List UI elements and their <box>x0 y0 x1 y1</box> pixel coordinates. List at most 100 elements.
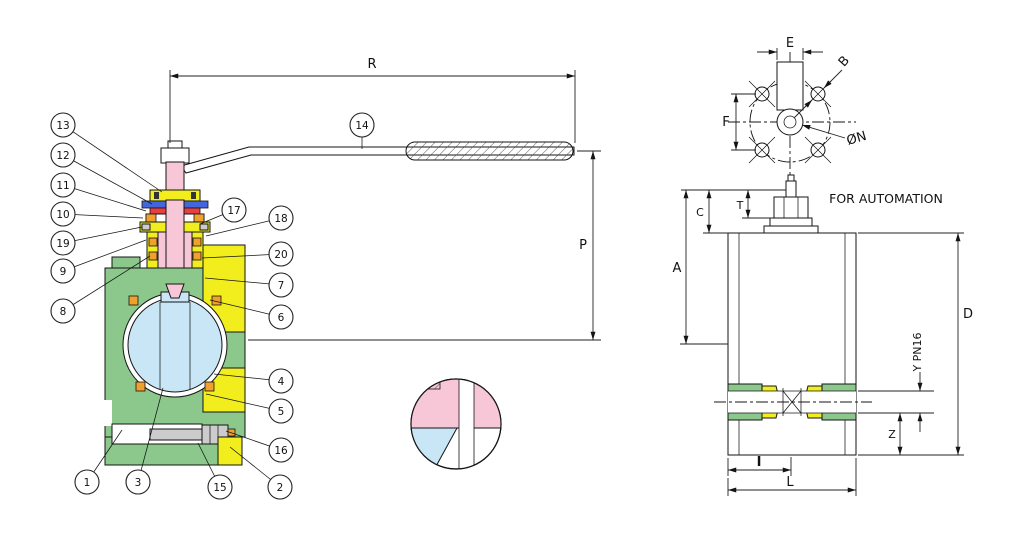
dim-label-L: L <box>786 475 794 490</box>
detail-stem-area <box>411 379 501 429</box>
callout-11-label: 11 <box>56 180 69 192</box>
seat-block-bottom <box>217 436 243 466</box>
seat-seal-4 <box>204 381 215 392</box>
handle-grip <box>405 141 574 161</box>
callout-7: 7 <box>268 272 294 298</box>
callout-5: 5 <box>268 398 294 424</box>
dim-label-Z: Z <box>888 428 896 441</box>
stem-tip <box>787 174 795 182</box>
callout-6-label: 6 <box>278 312 285 324</box>
stem-upper <box>165 161 185 192</box>
callout-14: 14 <box>349 112 375 138</box>
dimension-I: I <box>727 455 792 476</box>
callout-2-label: 2 <box>277 482 284 494</box>
detail-circle-outline <box>410 378 502 470</box>
valve-cross-section: R P <box>103 57 601 470</box>
callout-12: 12 <box>50 142 76 168</box>
dim-label-B: B <box>836 53 853 70</box>
valve-side-view: T C A D Y PN16 Z <box>673 174 973 496</box>
dimension-T: T <box>736 190 772 219</box>
callout-15-label: 15 <box>213 482 226 494</box>
dim-label-F: F <box>722 115 729 130</box>
dim-label-R: R <box>367 57 376 72</box>
body-shoulder-left <box>111 256 141 270</box>
detail-bubble <box>410 378 502 470</box>
callout-14-label: 14 <box>355 120 369 132</box>
stem-bore <box>783 115 797 129</box>
nut-detail-left <box>154 192 159 199</box>
oring-left <box>145 213 157 223</box>
callout-20-label: 20 <box>274 249 287 261</box>
callout-12-label: 12 <box>56 150 69 162</box>
side-body <box>727 232 857 456</box>
mount-pad <box>763 225 819 234</box>
stem-tang <box>165 283 185 299</box>
dimension-diaN: ØN <box>801 124 868 149</box>
callout-6: 6 <box>268 304 294 330</box>
drain-plug-shaft <box>149 428 203 441</box>
dim-label-E: E <box>786 36 794 51</box>
dim-label-A: A <box>673 261 682 276</box>
callout-9-label: 9 <box>60 266 67 278</box>
callout-4: 4 <box>268 368 294 394</box>
dim-label-I: I <box>757 455 762 470</box>
callout-18: 18 <box>268 205 294 231</box>
seat-seal-3 <box>135 381 146 392</box>
dimension-D: D <box>858 232 973 456</box>
dim-label-C: C <box>696 206 704 219</box>
oring-right <box>193 213 205 223</box>
dim-label-Y: Y PN16 <box>911 332 924 372</box>
bolt-cross <box>804 136 832 164</box>
callout-leader-lines <box>62 124 363 488</box>
dimension-F: F <box>722 93 756 151</box>
callout-16-label: 16 <box>274 445 288 457</box>
callout-3: 3 <box>125 469 151 495</box>
callout-2: 2 <box>267 474 293 500</box>
gland-oring-1 <box>148 237 158 247</box>
callout-3-label: 3 <box>135 477 142 489</box>
handle-hub <box>160 147 190 164</box>
callout-5-label: 5 <box>278 406 285 418</box>
stem-flange <box>769 217 813 227</box>
dim-label-diaN: ØN <box>845 129 868 149</box>
dim-label-P: P <box>579 238 587 253</box>
stem-top-view <box>776 61 804 111</box>
callout-19-label: 19 <box>56 238 69 250</box>
dimension-E: E <box>757 36 823 60</box>
callout-20: 20 <box>268 241 294 267</box>
callout-10-label: 10 <box>56 209 69 221</box>
callout-1: 1 <box>74 469 100 495</box>
callout-8-label: 8 <box>60 306 67 318</box>
dim-arrow <box>823 69 843 89</box>
bolt-cross <box>748 80 776 108</box>
dimension-L: L <box>727 458 857 496</box>
dimension-P: P <box>248 150 601 341</box>
callout-4-label: 4 <box>278 376 285 388</box>
callout-19: 19 <box>50 230 76 256</box>
dimension-R: R <box>169 57 576 143</box>
callout-10: 10 <box>50 201 76 227</box>
dimension-C: C <box>696 190 728 234</box>
body-notch <box>103 400 112 426</box>
flange-top-view: E B F ØN <box>722 36 868 190</box>
gland-bolt-left <box>141 223 151 231</box>
callout-9: 9 <box>50 258 76 284</box>
gland-oring-2 <box>192 237 202 247</box>
drain-seal <box>227 428 236 437</box>
callout-1-label: 1 <box>84 477 91 489</box>
callout-13: 13 <box>50 112 76 138</box>
gland-bolt-right <box>199 223 209 231</box>
handle-lever <box>180 141 575 174</box>
callout-7-label: 7 <box>278 280 285 292</box>
ball <box>127 297 223 393</box>
callout-13-label: 13 <box>56 120 69 132</box>
stem-assembly <box>139 140 211 285</box>
seat-seal-1 <box>128 295 139 306</box>
callout-11: 11 <box>50 172 76 198</box>
callout-17-label: 17 <box>227 205 240 217</box>
callout-17: 17 <box>221 197 247 223</box>
dimension-A: A <box>673 190 728 345</box>
for-automation-label: FOR AUTOMATION <box>829 191 943 206</box>
